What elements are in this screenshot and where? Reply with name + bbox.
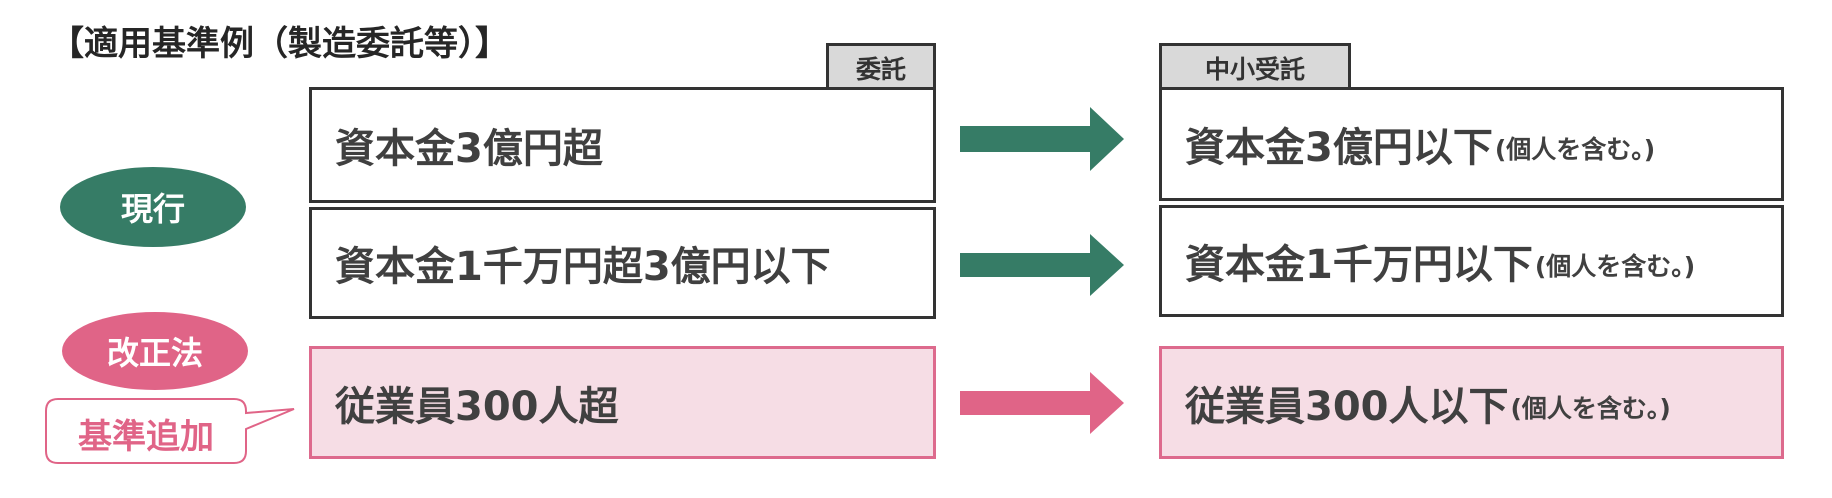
criteria-added-label: 基準追加 [78,416,214,457]
left-box-text: 従業員300人超 [335,383,619,430]
revised-law-label: 改正法 [62,312,248,390]
right-box-text: 従業員300人以下 [1185,383,1509,430]
callout-bubble [45,398,295,464]
right-box-text: 資本金3億円以下 [1185,125,1493,171]
right-box-row-1: 資本金3億円以下 (個人を含む。) [1159,87,1784,201]
current-label: 現行 [60,167,246,247]
left-header-tab: 委託 [826,43,936,89]
right-box-text: 資本金1千万円以下 [1185,242,1533,288]
right-box-note: (個人を含む。) [1534,252,1696,281]
left-box-text: 資本金1千万円超3億円以下 [335,244,831,290]
right-box-row-2: 資本金1千万円以下 (個人を含む。) [1159,205,1784,317]
right-header-tab: 中小受託 [1159,43,1351,89]
arrow-right-icon [960,107,1124,171]
right-box-note: (個人を含む。) [1510,393,1671,423]
arrow-right-icon [960,372,1124,434]
right-box-note: (個人を含む。) [1494,135,1656,164]
arrow-right-icon [960,234,1124,296]
diagram-title: 【適用基準例（製造委託等）】 [50,24,509,64]
right-box-row-3: 従業員300人以下 (個人を含む。) [1159,346,1784,459]
left-box-row-3: 従業員300人超 [309,346,936,459]
left-box-row-2: 資本金1千万円超3億円以下 [309,207,936,319]
left-box-text: 資本金3億円超 [335,126,603,172]
left-box-row-1: 資本金3億円超 [309,87,936,203]
